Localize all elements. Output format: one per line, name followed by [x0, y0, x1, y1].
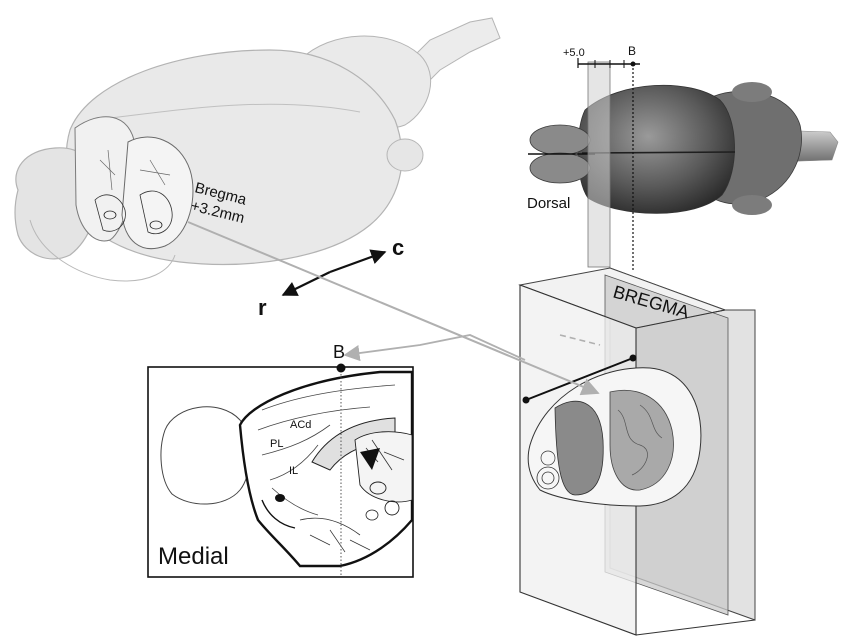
- axis-caudal-label: c: [392, 235, 404, 260]
- paraflocculus-shape: [387, 139, 423, 171]
- axis-rostral-label: r: [258, 295, 267, 320]
- scale-b-label: B: [628, 44, 636, 58]
- medial-section-inset: B ACd PL IL Medial: [148, 342, 413, 577]
- tissue-block-3d: BREGMA: [520, 268, 755, 635]
- region-acd-label: ACd: [290, 419, 311, 431]
- medial-b-label: B: [333, 342, 345, 362]
- dorsal-brain-photo: [528, 82, 838, 215]
- region-il-label: IL: [289, 465, 298, 477]
- section-slab: [588, 62, 610, 267]
- region-pl-label: PL: [270, 438, 283, 450]
- dorsal-label: Dorsal: [527, 195, 570, 212]
- medial-label: Medial: [158, 543, 229, 570]
- scale-plus-label: +5.0: [563, 47, 585, 59]
- brain-3d-illustration: Bregma +3.2mm: [15, 18, 500, 281]
